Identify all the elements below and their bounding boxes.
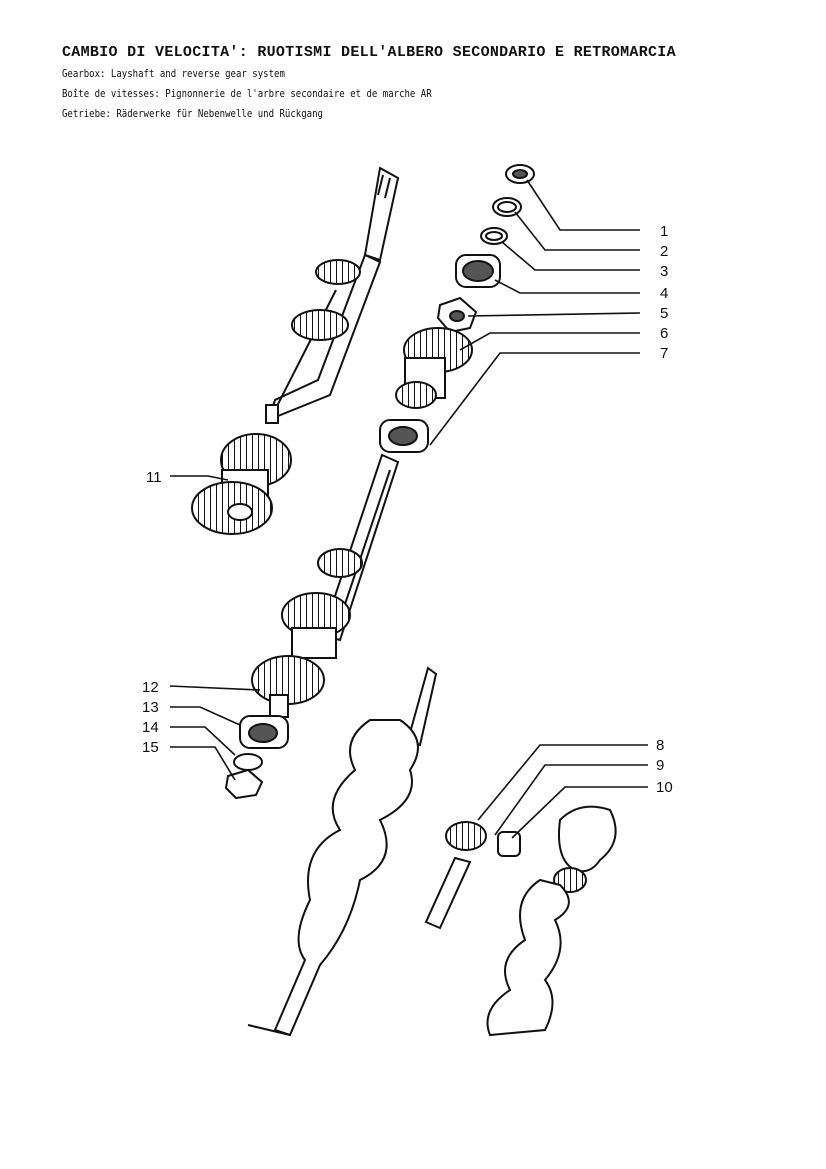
callout-8: 8 <box>656 737 664 754</box>
callout-9: 9 <box>656 757 664 774</box>
page-title: CAMBIO DI VELOCITA': RUOTISMI DELL'ALBER… <box>62 44 676 61</box>
subtitle-german: Getriebe: Räderwerke für Nebenwelle und … <box>62 108 323 120</box>
parts-1-to-7 <box>379 164 535 453</box>
callout-14: 14 <box>142 719 159 736</box>
callout-3: 3 <box>660 263 668 280</box>
callout-6: 6 <box>660 325 668 342</box>
callout-7: 7 <box>660 345 668 362</box>
main-shaft-upper <box>265 166 400 424</box>
callout-12: 12 <box>142 679 159 696</box>
subtitle-english: Gearbox: Layshaft and reverse gear syste… <box>62 68 285 80</box>
reverse-housing <box>486 805 617 1037</box>
callout-1: 1 <box>660 223 668 240</box>
layshaft <box>251 453 400 718</box>
callout-5: 5 <box>660 305 668 322</box>
double-gear-11 <box>191 433 292 535</box>
reverse-gear-8 <box>445 821 487 851</box>
reverse-gear-parts <box>424 821 521 930</box>
callout-labels: 1 2 3 4 5 6 7 8 9 10 11 12 13 14 15 <box>142 223 673 796</box>
reverse-shaft-9 <box>424 856 472 930</box>
parts-13-to-15 <box>224 715 289 800</box>
leader-lines <box>169 179 648 839</box>
subtitle-french: Boîte de vitesses: Pignonnerie de l'arbr… <box>62 88 432 100</box>
callout-15: 15 <box>142 739 159 756</box>
gearbox-housing-cutaway <box>247 666 438 1037</box>
callout-11: 11 <box>146 469 162 486</box>
callout-4: 4 <box>660 285 668 302</box>
washer-14 <box>233 753 263 771</box>
callout-13: 13 <box>142 699 159 716</box>
bush-10 <box>497 831 521 857</box>
nut-15 <box>224 768 264 800</box>
callout-10: 10 <box>656 779 673 796</box>
callout-2: 2 <box>660 243 668 260</box>
